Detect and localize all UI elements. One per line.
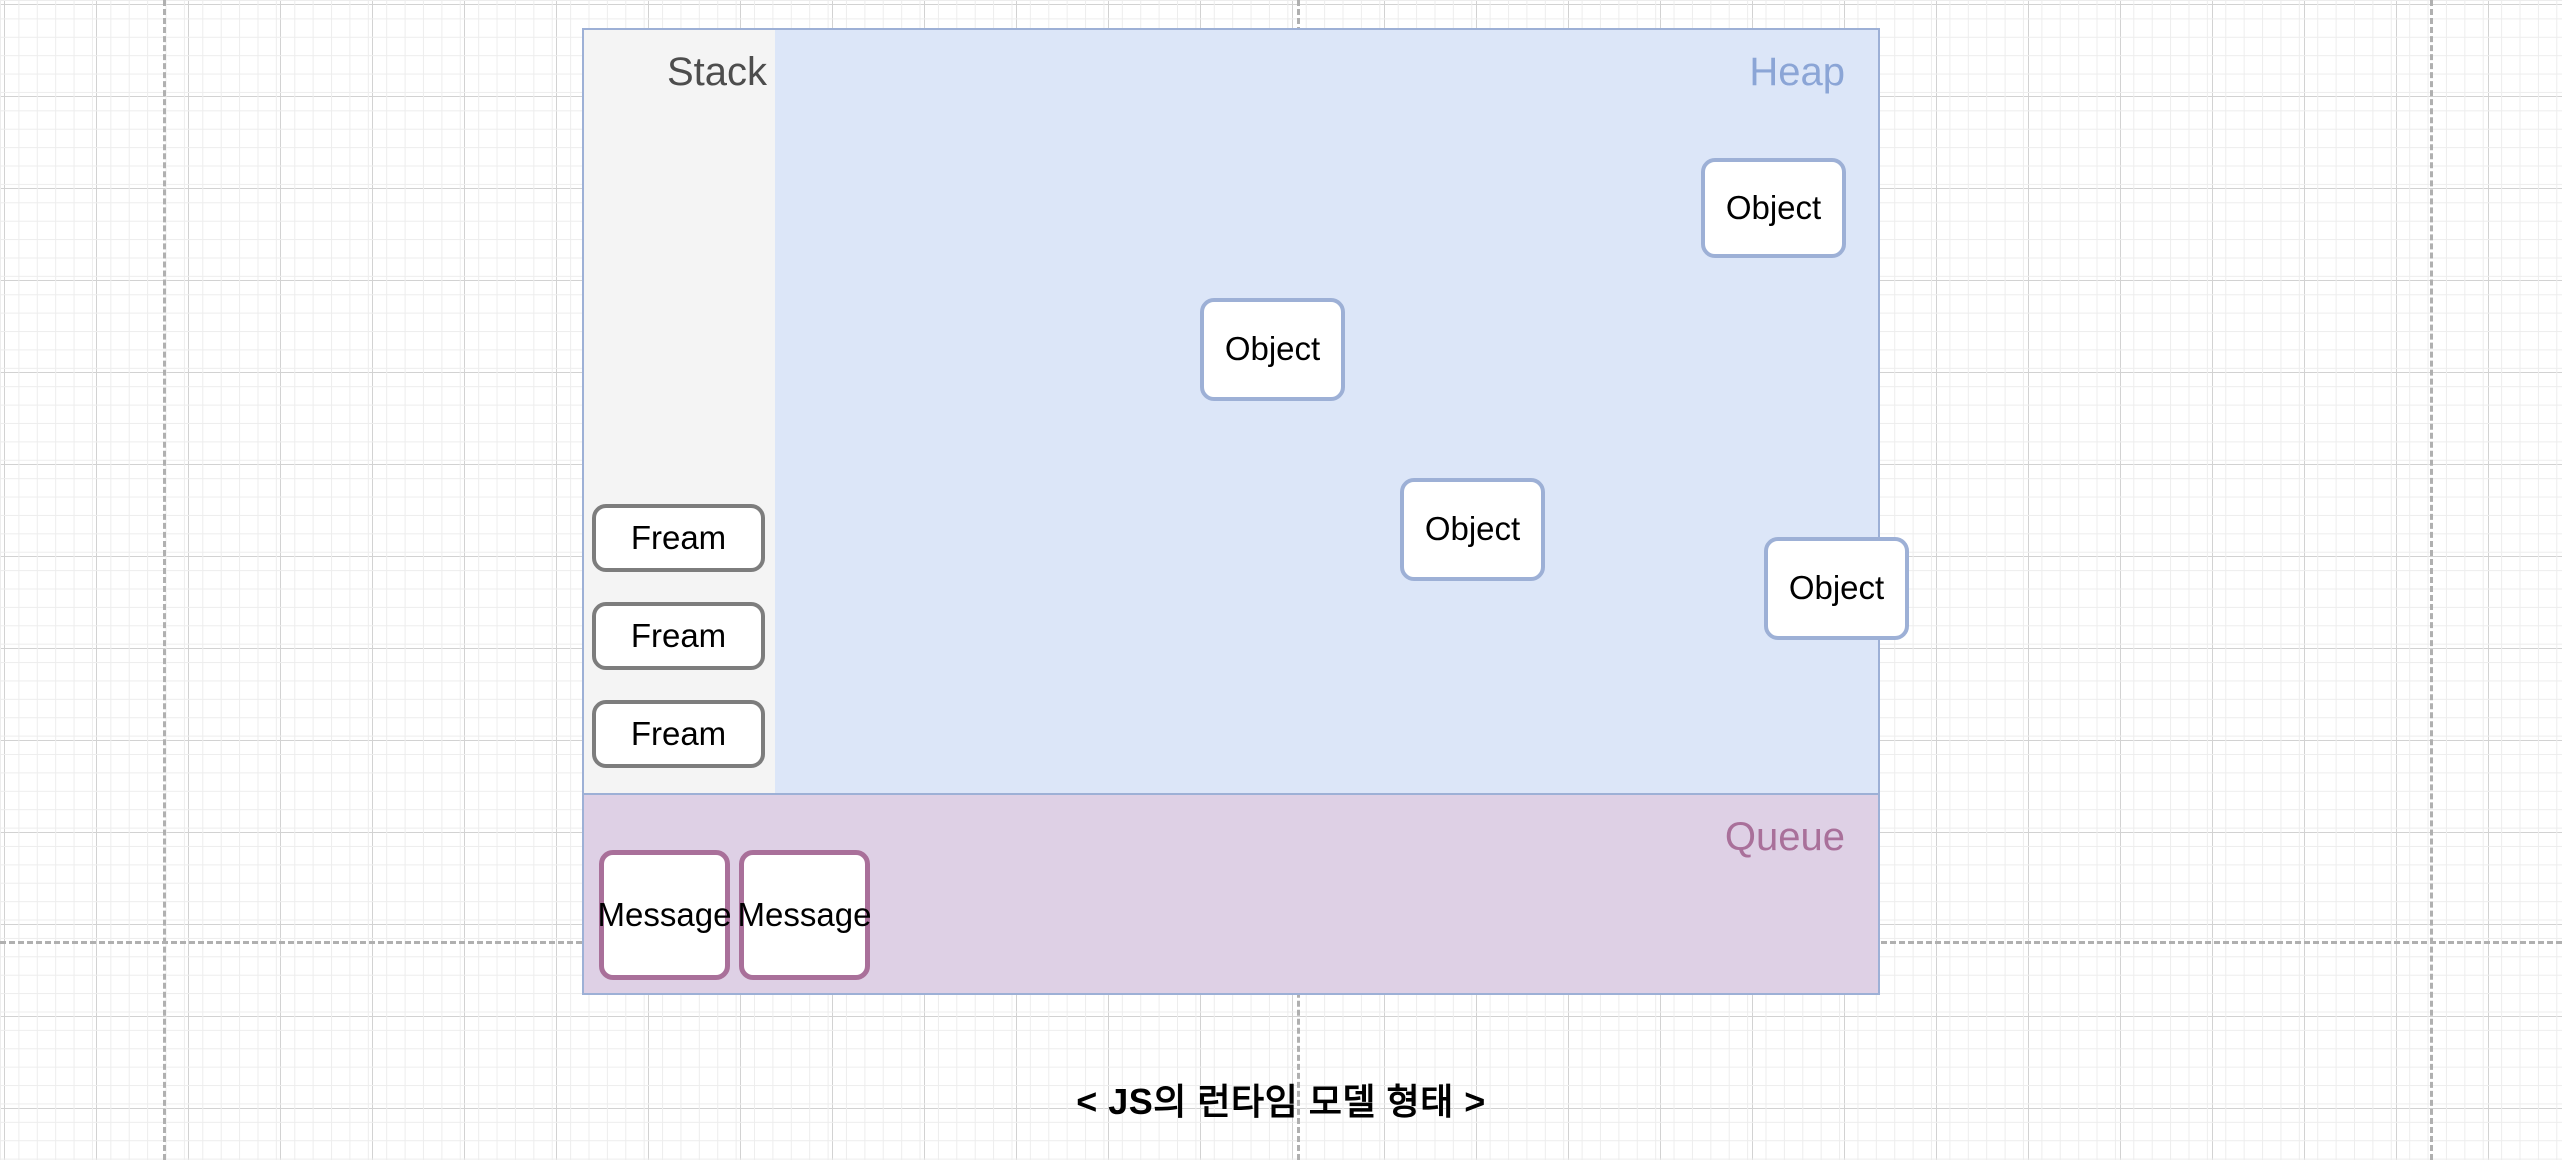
heap-object[interactable]: Object xyxy=(1400,478,1545,581)
queue-message[interactable]: Message xyxy=(597,850,732,980)
queue-label: Queue xyxy=(1724,815,1845,859)
stack-frame-label: Fream xyxy=(630,714,727,752)
stack-frame-label: Fream xyxy=(630,616,727,654)
stack-frame-label: Fream xyxy=(630,518,727,556)
stack-frame[interactable]: Fream xyxy=(592,602,765,670)
heap-object-label: Object xyxy=(1788,569,1885,607)
queue-message-label: Message xyxy=(737,895,872,933)
heap-object-label: Object xyxy=(1424,510,1521,548)
heap-object[interactable]: Object xyxy=(1701,158,1846,258)
queue-message-label: Message xyxy=(597,895,732,933)
stack-frame[interactable]: Fream xyxy=(592,504,765,572)
heap-label: Heap xyxy=(1749,50,1845,94)
diagram-caption: < JS의 런타임 모델 형태 > xyxy=(1076,1081,1486,1122)
page-guide-vertical-0 xyxy=(163,0,166,1160)
stack-label: Stack xyxy=(666,50,767,94)
heap-object-label: Object xyxy=(1725,188,1822,226)
heap-object[interactable]: Object xyxy=(1764,537,1909,640)
stack-frame[interactable]: Fream xyxy=(592,700,765,768)
queue-message[interactable]: Message xyxy=(737,850,872,980)
heap-object-label: Object xyxy=(1224,330,1321,368)
heap-object[interactable]: Object xyxy=(1200,298,1345,401)
page-guide-vertical-2 xyxy=(2430,0,2433,1160)
